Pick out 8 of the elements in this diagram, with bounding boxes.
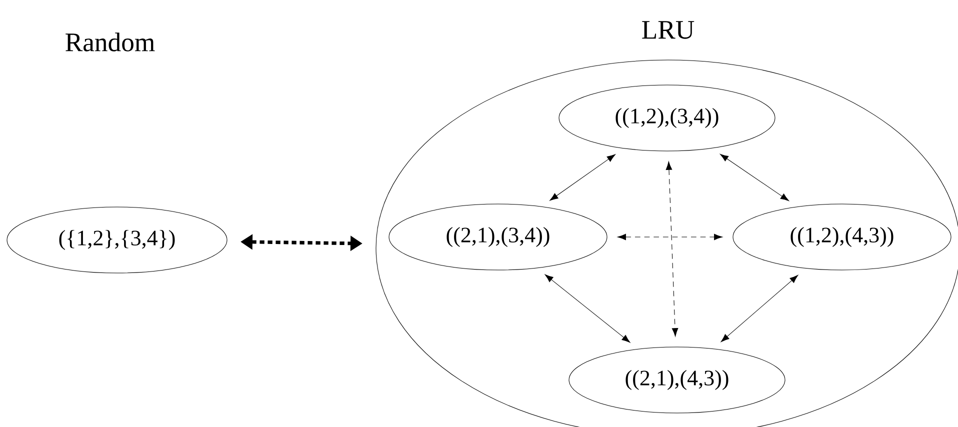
arrow	[550, 154, 616, 201]
arrow	[617, 234, 723, 240]
arrow	[544, 274, 630, 343]
arrow	[720, 274, 798, 342]
heading: LRU	[642, 21, 694, 39]
heading: Random	[66, 32, 155, 52]
arrow	[720, 154, 789, 201]
arrow	[666, 161, 678, 337]
